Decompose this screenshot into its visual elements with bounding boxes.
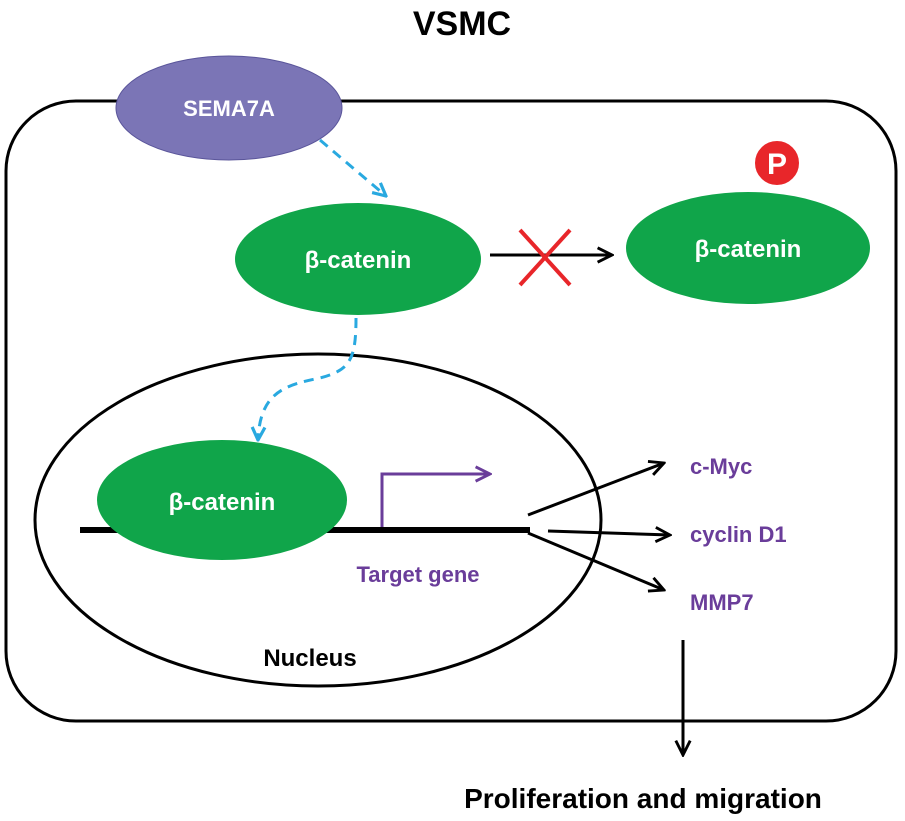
nucleus-label: Nucleus xyxy=(263,645,356,672)
diagram-title: VSMC xyxy=(413,5,511,43)
beta-catenin-phospho-label: β-catenin xyxy=(695,236,802,263)
sema7a-label: SEMA7A xyxy=(183,96,275,121)
arrow-to-cyclin-d1 xyxy=(547,531,670,535)
sema7a-to-catenin-arrow xyxy=(319,138,386,196)
target-gene-label: Target gene xyxy=(356,562,479,587)
blocked-cross-icon xyxy=(518,228,572,287)
target-mmp7: MMP7 xyxy=(690,590,754,615)
outcome-label: Proliferation and migration xyxy=(464,783,822,814)
target-cyclin-d1: cyclin D1 xyxy=(690,522,787,547)
transcription-start-arrow xyxy=(380,474,490,527)
beta-catenin-nucleus-ellipse xyxy=(97,440,347,560)
phosphate-badge-icon: P xyxy=(753,139,801,187)
catenin-to-nucleus-arrow xyxy=(258,317,358,440)
beta-catenin-cytoplasm-ellipse xyxy=(235,203,481,315)
beta-catenin-nucleus-label: β-catenin xyxy=(169,489,276,516)
nucleus-membrane xyxy=(33,352,603,688)
arrow-to-mmp7 xyxy=(527,531,664,590)
sema7a-node: SEMA7A xyxy=(115,55,343,161)
arrow-to-c-myc xyxy=(527,463,664,517)
beta-catenin-phospho-ellipse xyxy=(626,192,870,304)
beta-catenin-cytoplasm-node: β-catenin xyxy=(235,203,481,315)
target-c-myc: c-Myc xyxy=(690,454,752,479)
sema7a-ellipse xyxy=(115,55,343,161)
beta-catenin-cytoplasm-label: β-catenin xyxy=(305,247,412,274)
phosphate-badge-label: P xyxy=(767,148,787,181)
beta-catenin-phospho-node: β-catenin xyxy=(626,192,870,304)
beta-catenin-nucleus-node: β-catenin xyxy=(97,440,347,560)
cell-membrane xyxy=(4,99,898,723)
